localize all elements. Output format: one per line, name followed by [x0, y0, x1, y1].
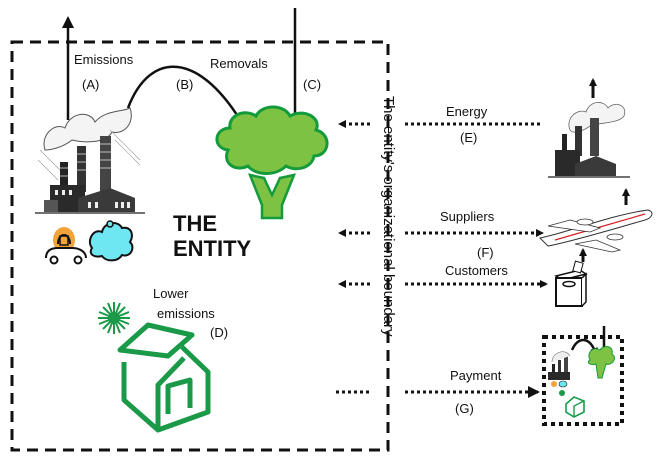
suppliers-label: Suppliers — [440, 209, 495, 224]
airplane-icon — [538, 188, 653, 253]
transfer-code: (B) — [176, 77, 194, 92]
car-icon — [45, 227, 87, 265]
removals-code: (C) — [303, 77, 322, 92]
emissions-label: Emissions — [74, 52, 134, 67]
transfer-arrow — [126, 65, 247, 130]
energy-label: Energy — [446, 104, 488, 119]
energy-factory-icon — [548, 78, 630, 178]
emissions-code: (A) — [82, 77, 100, 92]
customers-label: Customers — [445, 263, 508, 278]
organizational-boundary — [10, 40, 390, 452]
entity-title-line2: ENTITY — [173, 235, 252, 261]
offset-project-icon — [542, 326, 624, 426]
value-chain-code: (F) — [477, 245, 494, 260]
tree-icon — [215, 105, 329, 220]
washing-machine-icon — [554, 248, 588, 307]
entity-title: THE ENTITY — [173, 211, 252, 261]
entity-title-line1: THE — [173, 211, 217, 236]
payment-label: Payment — [450, 368, 502, 383]
lower-emissions-label-line2: emissions — [157, 306, 215, 321]
lower-emissions-label-line1: Lower — [153, 286, 189, 301]
house-icon — [117, 322, 211, 433]
factory-icon — [35, 107, 145, 214]
cloud-icon — [88, 220, 134, 262]
lower-emissions-code: (D) — [210, 325, 229, 340]
removals-label: Removals — [210, 56, 268, 71]
payment-code: (G) — [455, 401, 474, 416]
sun-icon — [98, 302, 130, 334]
energy-code: (E) — [460, 130, 478, 145]
boundary-label: The entity's organizational boundary — [380, 96, 397, 337]
